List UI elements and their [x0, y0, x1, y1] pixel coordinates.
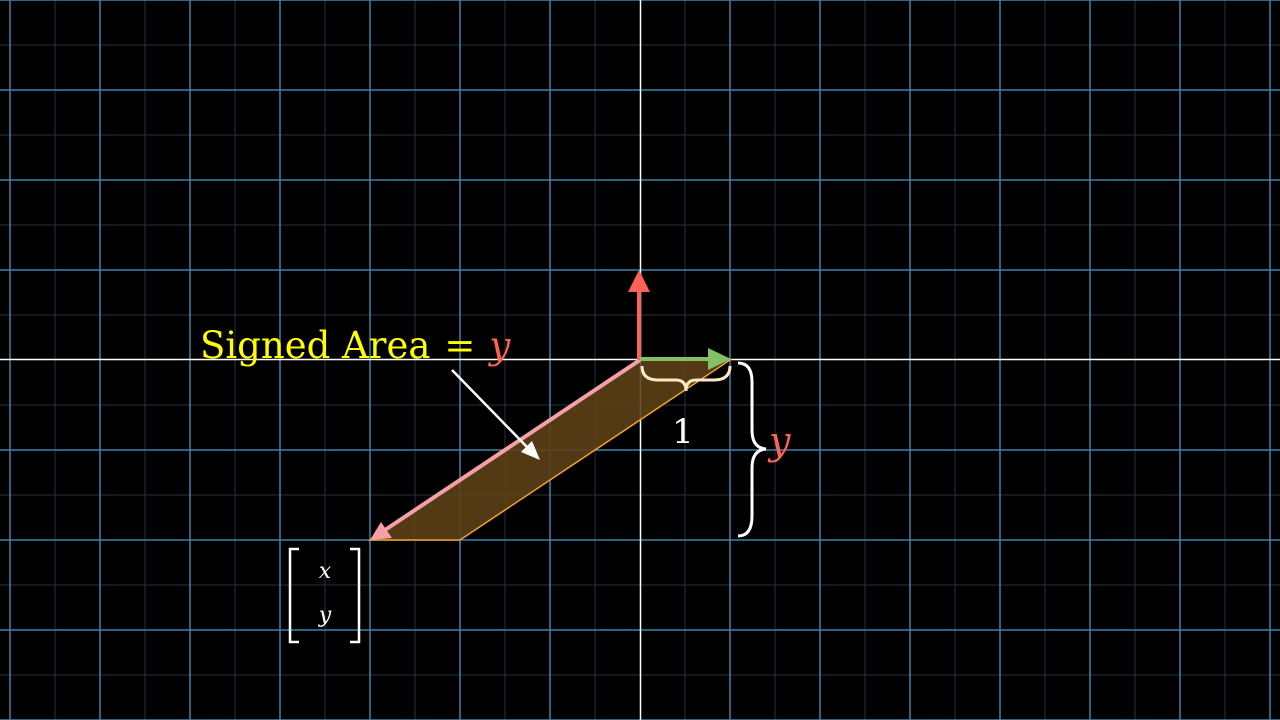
j-hat-tip: [628, 270, 650, 292]
right-bracket: [350, 547, 361, 644]
i-hat-tip: [708, 348, 731, 370]
transformed-j-vector-tip: [370, 522, 392, 540]
signed-area-label: Signed Area = y: [200, 324, 511, 367]
area-pointer-shaft: [451, 369, 529, 449]
signed-area-variable: y: [487, 324, 511, 367]
equals-sign: =: [444, 324, 475, 367]
width-label: 1: [672, 412, 694, 452]
vector-entry-y: y: [318, 603, 332, 628]
signed-area-text: Signed Area: [200, 324, 430, 367]
j-hat-vector: [628, 270, 650, 360]
area-pointer-arrow: [451, 369, 540, 460]
height-label: y: [767, 419, 791, 463]
i-hat-vector: [640, 348, 731, 370]
vector-matrix: x y: [288, 547, 361, 644]
transformed-j-vector-shaft: [383, 358, 642, 532]
area-pointer-tip: [521, 441, 540, 460]
height-brace: [737, 361, 767, 538]
vector-entry-x: x: [319, 559, 332, 584]
transformed-j-vector: [370, 358, 642, 540]
left-bracket: [288, 547, 299, 644]
width-brace: [640, 365, 732, 392]
